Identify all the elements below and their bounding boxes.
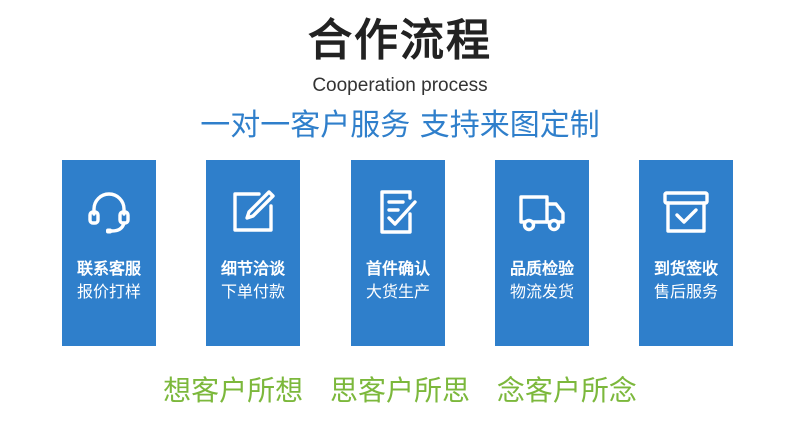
slogan-phrase: 思客户所思: [329, 374, 470, 407]
step-detail: 下单付款: [220, 282, 285, 301]
step-title: 首件确认: [365, 259, 430, 278]
slogan-phrase: 想客户所想: [163, 374, 304, 407]
checklist-icon: [374, 188, 422, 236]
delivery-truck-icon: [518, 188, 566, 236]
slogan-phrase: 念客户所念: [496, 374, 637, 407]
page-title: 合作流程: [308, 15, 492, 66]
step-detail: 大货生产: [365, 282, 430, 301]
package-check-icon: [662, 188, 710, 236]
step-title: 细节洽谈: [220, 259, 285, 278]
step-title: 联系客服: [76, 259, 141, 278]
step-detail: 物流发货: [509, 282, 574, 301]
step-card-3: 首件确认 大货生产: [351, 160, 445, 346]
step-card-1: 联系客服 报价打样: [62, 160, 156, 346]
headset-icon: [85, 188, 133, 236]
slogan: 想客户所想 思客户所思 念客户所念: [0, 372, 800, 410]
tagline: 一对一客户服务 支持来图定制: [200, 108, 600, 143]
step-card-2: 细节洽谈 下单付款: [206, 160, 300, 346]
step-card-4: 品质检验 物流发货: [495, 160, 589, 346]
step-detail: 售后服务: [653, 282, 718, 301]
step-detail: 报价打样: [76, 282, 141, 301]
step-title: 到货签收: [653, 259, 718, 278]
process-steps: 联系客服 报价打样 细节洽谈 下单付款 首件确认 大货生产: [62, 160, 733, 346]
page-subtitle: Cooperation process: [312, 75, 488, 96]
step-title: 品质检验: [509, 259, 574, 278]
step-card-5: 到货签收 售后服务: [639, 160, 733, 346]
edit-icon: [229, 188, 277, 236]
